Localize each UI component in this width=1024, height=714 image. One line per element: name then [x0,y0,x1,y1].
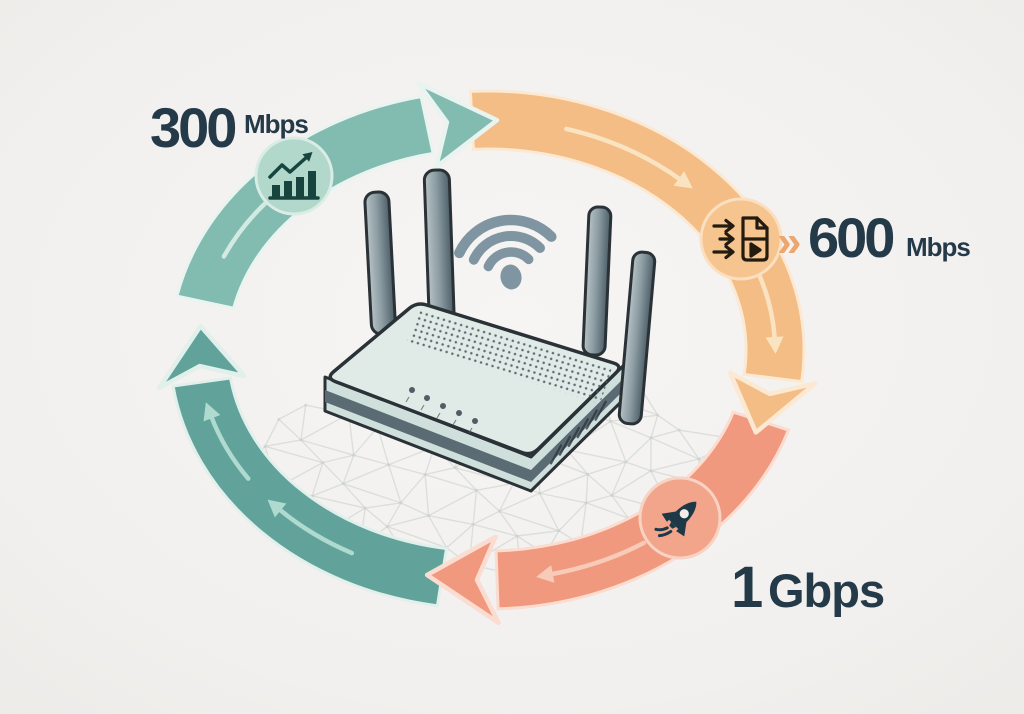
speed-label-300: 300 [150,96,235,159]
flow-arrow-head [673,171,693,189]
flow-arrow-tail [277,507,355,556]
flow-arrow-head [203,402,221,422]
cycle-arrowheads [156,80,818,626]
stage-circle-growth [254,136,334,216]
cycle-arrowhead-1 [727,370,818,435]
speed-unit-300: Mbps [244,109,308,139]
vent-dots [406,308,612,404]
speed-unit-600: Mbps [906,232,970,262]
cycle-arrowhead-3 [156,323,247,391]
led-dot [456,410,462,416]
led-dot [424,395,430,401]
flow-arrow-tail [564,126,682,182]
flow-arrow-tail [209,414,251,481]
speed-unit-1: Gbps [768,564,884,617]
led-dot [472,418,478,424]
flow-arrow-head [536,565,555,583]
speed-labels: 300 Mbps » 600 Mbps 1 Gbps [150,96,971,620]
flow-arrow-tail [549,540,647,577]
growth-chart-icon [268,152,320,200]
flow-arrow-head [765,336,784,354]
antenna-icon [363,168,613,357]
router-top [328,302,621,456]
stage-circle-speed [638,476,722,560]
rocket-icon [654,501,697,538]
wifi-icon [454,214,557,290]
antenna-4 [617,250,657,426]
flow-arrow-head [267,499,287,518]
cycle-band-segment-3 [171,376,449,608]
led-dot [440,403,446,409]
led-dot [409,387,415,393]
vent-slots [549,400,607,465]
speed-label-600: 600 [808,206,893,269]
speed-label-1: 1 [731,555,762,620]
chevrons-icon: » [777,217,800,266]
stage-icons [254,136,783,560]
stage-circle-transfer [699,197,783,281]
cycle-arrowhead-2 [424,534,501,626]
led-indicators [405,387,478,434]
antenna-3 [581,205,613,357]
cycle-arrowhead-0 [415,80,500,170]
router-illustration [323,168,657,493]
router-side-stripe [325,379,623,482]
file-transfer-icon [712,216,769,262]
